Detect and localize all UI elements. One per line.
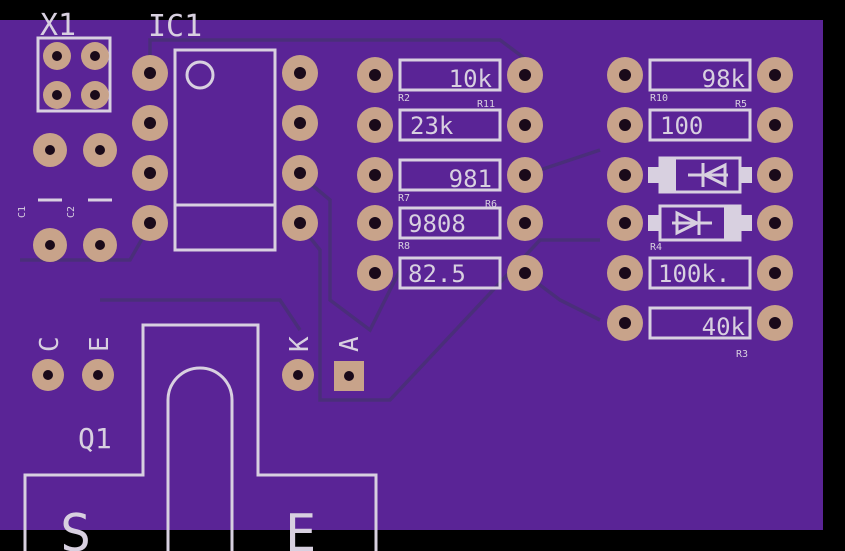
- r-23k-value-label: 23k: [410, 112, 454, 140]
- resistor-r10: 98k R10: [607, 57, 793, 104]
- pin-e-label: E: [85, 336, 115, 352]
- resistor-82-5: 82.5: [357, 255, 543, 291]
- r2-ref-label: R2: [398, 93, 410, 104]
- c1-ref-label: C1: [17, 206, 28, 218]
- c2-ref-label: C2: [66, 206, 77, 218]
- r8-ref-label: R8: [398, 241, 410, 252]
- q1-ref-label: Q1: [78, 422, 112, 455]
- resistor-r3: 40k R3: [607, 305, 793, 360]
- q1-pin-s-label: S: [60, 504, 91, 551]
- r5-ref-label: R5: [735, 99, 747, 110]
- ic1-dip8: IC1: [132, 9, 318, 252]
- q1-transistor: Q1 S E: [23, 323, 378, 551]
- resistor-100k: 100k.: [607, 255, 793, 291]
- diode-r4: R4: [607, 204, 793, 253]
- r6-ref-label: R6: [485, 199, 497, 210]
- r-82-5-value-label: 82.5: [408, 260, 466, 288]
- r3-ref-label: R3: [736, 349, 748, 360]
- board-substrate: [0, 20, 823, 530]
- capacitor-c1: C1: [17, 133, 67, 262]
- resistor-r8: 9808 R8: [357, 205, 543, 252]
- r5-value-label: 100: [660, 112, 703, 140]
- pin-a-label: A: [335, 336, 365, 352]
- capacitor-c2: C2: [66, 133, 117, 262]
- ic1-ref-label: IC1: [148, 9, 202, 44]
- r3-value-label: 40k: [702, 313, 746, 341]
- diode-1: [607, 156, 793, 194]
- r4-ref-label: R4: [650, 242, 662, 253]
- r7-ref-label: R7: [398, 193, 410, 204]
- pin-c-label: C: [35, 336, 65, 352]
- x1-crystal: X1: [36, 8, 112, 113]
- q1-pin-e-label: E: [285, 504, 316, 551]
- resistor-r7: 981 R7 R6: [357, 157, 543, 210]
- resistor-r5: 100 R5: [607, 99, 793, 143]
- r11-ref-label: R11: [477, 99, 495, 110]
- r7-value-label: 981: [449, 165, 492, 193]
- r8-value-label: 9808: [408, 210, 466, 238]
- r-100k-value-label: 100k.: [658, 260, 730, 288]
- pin-k-label: K: [285, 336, 315, 352]
- pins-c-e: C E: [32, 336, 115, 391]
- resistor-r2: 10k R2 R11: [357, 57, 543, 110]
- pins-k-a: K A: [282, 336, 365, 391]
- resistor-23k: 23k: [357, 107, 543, 143]
- r2-value-label: 10k: [449, 65, 493, 93]
- r10-value-label: 98k: [702, 65, 746, 93]
- r10-ref-label: R10: [650, 93, 668, 104]
